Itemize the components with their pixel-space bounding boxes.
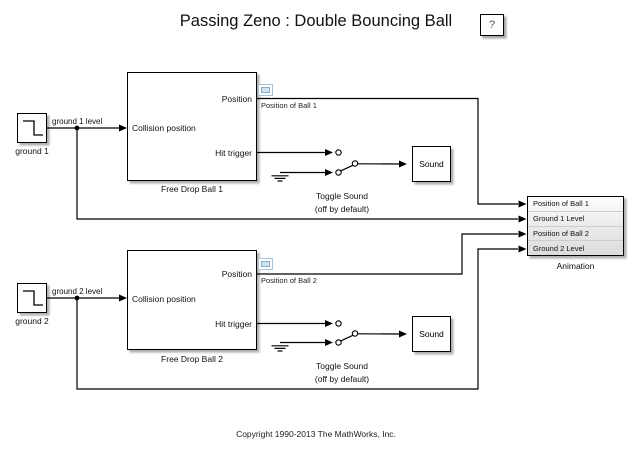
- scope-viewer-icon[interactable]: [258, 258, 273, 270]
- port-label-position: Position: [221, 94, 252, 104]
- sound-2-block[interactable]: Sound: [412, 316, 451, 352]
- ground-symbol-icon: [271, 339, 333, 352]
- signal-position1-to-animation[interactable]: [257, 97, 527, 208]
- sound-2-label: Sound: [419, 329, 444, 339]
- signal-switch1-to-sound1[interactable]: [357, 160, 407, 168]
- arrowhead: [518, 245, 527, 253]
- arrowhead: [399, 160, 407, 168]
- sound-1-block[interactable]: Sound: [412, 146, 451, 182]
- step-down-icon: [23, 120, 43, 136]
- signal-switch2-to-sound2[interactable]: [357, 330, 407, 338]
- arrowhead: [325, 169, 333, 176]
- manual-switch-2-icon[interactable]: [335, 320, 359, 346]
- signal-label-ground1-level: ground 1 level: [52, 117, 103, 126]
- arrowhead: [325, 339, 333, 346]
- arrowhead: [325, 320, 333, 327]
- free-drop-ball-2-block[interactable]: Position Collision position Hit trigger: [127, 250, 257, 350]
- signal-position2-to-animation[interactable]: [257, 230, 527, 275]
- sound-1-label: Sound: [419, 159, 444, 169]
- animation-port-position-of-ball-2: Position of Ball 2: [528, 225, 623, 241]
- help-button[interactable]: ?: [480, 14, 504, 36]
- toggle-sound-2-label: Toggle Sound (off by default): [292, 360, 392, 386]
- free-drop-ball-1-block[interactable]: Position Collision position Hit trigger: [127, 72, 257, 181]
- viewer-label-position-of-ball-2: Position of Ball 2: [261, 276, 317, 285]
- toggle-sound-1-label-line2: (off by default): [314, 204, 370, 214]
- signal-ground2-to-animation[interactable]: [76, 245, 527, 390]
- arrowhead: [518, 215, 527, 223]
- animation-block-label: Animation: [556, 261, 595, 271]
- toggle-sound-2-label-line1: Toggle Sound: [316, 361, 368, 371]
- port-label-position: Position: [221, 269, 252, 279]
- arrowhead: [119, 124, 127, 132]
- port-label-hit-trigger: Hit trigger: [215, 319, 252, 329]
- port-label-collision-position: Collision position: [132, 123, 196, 133]
- signal-hit-trigger1[interactable]: [257, 149, 333, 156]
- signal-label-ground2-level: ground 2 level: [52, 287, 103, 296]
- signal-hit-trigger2[interactable]: [257, 320, 333, 327]
- scope-viewer-icon[interactable]: [258, 84, 273, 96]
- free-drop-ball-2-label: Free Drop Ball 2: [161, 354, 223, 364]
- animation-port-ground-1-level: Ground 1 Level: [528, 210, 623, 226]
- port-label-collision-position: Collision position: [132, 294, 196, 304]
- toggle-sound-1-label: Toggle Sound (off by default): [292, 190, 392, 216]
- arrowhead: [518, 200, 527, 208]
- copyright-text: Copyright 1990-2013 The MathWorks, Inc.: [236, 429, 396, 439]
- ground2-step-block[interactable]: [17, 283, 47, 313]
- toggle-sound-1-label-line1: Toggle Sound: [316, 191, 368, 201]
- signal-ground1-to-animation[interactable]: [76, 128, 527, 223]
- scope-viewer-icon-inner: [261, 261, 270, 267]
- viewer-label-position-of-ball-1: Position of Ball 1: [261, 101, 317, 110]
- scope-viewer-icon-inner: [261, 87, 270, 93]
- animation-port-ground-2-level: Ground 2 Level: [528, 240, 623, 255]
- diagram-title: Passing Zeno : Double Bouncing Ball: [179, 12, 453, 30]
- ground-symbol-icon: [271, 169, 333, 182]
- arrowhead: [325, 149, 333, 156]
- step-down-icon: [23, 290, 43, 306]
- arrowhead: [399, 330, 407, 338]
- free-drop-ball-1-label: Free Drop Ball 1: [161, 184, 223, 194]
- arrowhead: [119, 294, 127, 302]
- toggle-sound-2-label-line2: (off by default): [314, 374, 370, 384]
- ground1-step-block[interactable]: [17, 113, 47, 143]
- ground1-block-label: ground 1: [15, 146, 49, 156]
- animation-port-position-of-ball-1: Position of Ball 1: [533, 199, 589, 209]
- port-label-hit-trigger: Hit trigger: [215, 148, 252, 158]
- arrowhead: [518, 230, 527, 238]
- manual-switch-1-icon[interactable]: [335, 149, 359, 176]
- ground2-block-label: ground 2: [15, 316, 49, 326]
- animation-block[interactable]: Position of Ball 1 Ground 1 Level Positi…: [527, 196, 624, 256]
